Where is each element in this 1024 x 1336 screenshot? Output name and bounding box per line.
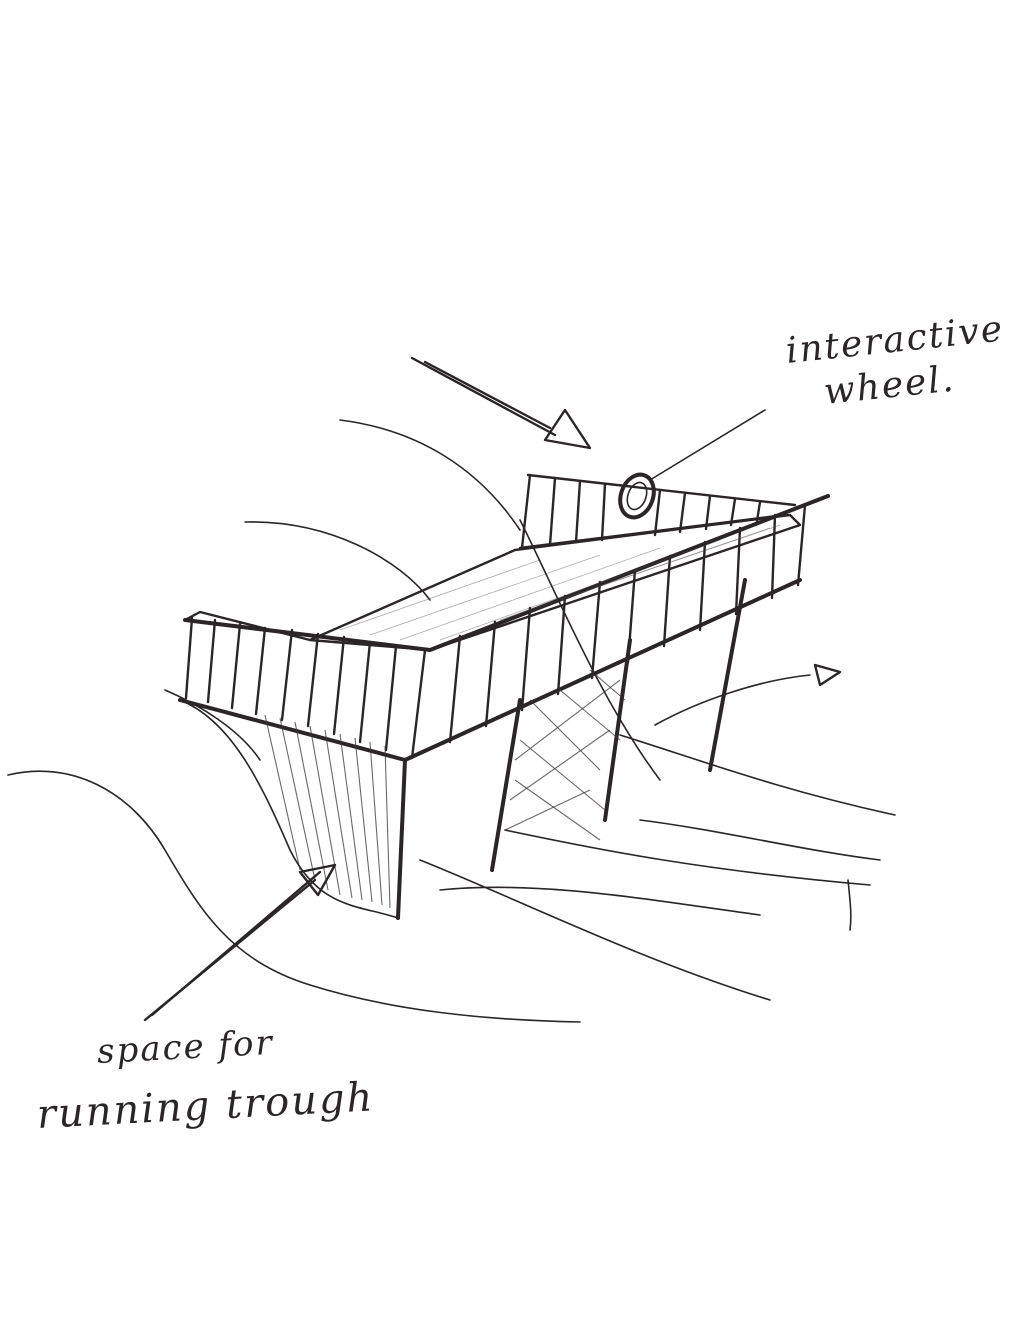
view-arrow-top	[410, 356, 592, 450]
annotation-space-for: space for	[96, 1022, 275, 1072]
deck-shading	[339, 524, 781, 641]
viewing-deck	[178, 472, 830, 920]
terrain-contours	[7, 419, 896, 1023]
view-arrow-right	[813, 663, 842, 687]
back-balusters	[520, 473, 762, 550]
trough-shading	[179, 669, 626, 919]
front-balusters	[184, 503, 807, 760]
wheel-icon	[618, 472, 656, 520]
trough-arrow	[143, 863, 337, 1022]
leader-line-wheel	[649, 409, 766, 481]
